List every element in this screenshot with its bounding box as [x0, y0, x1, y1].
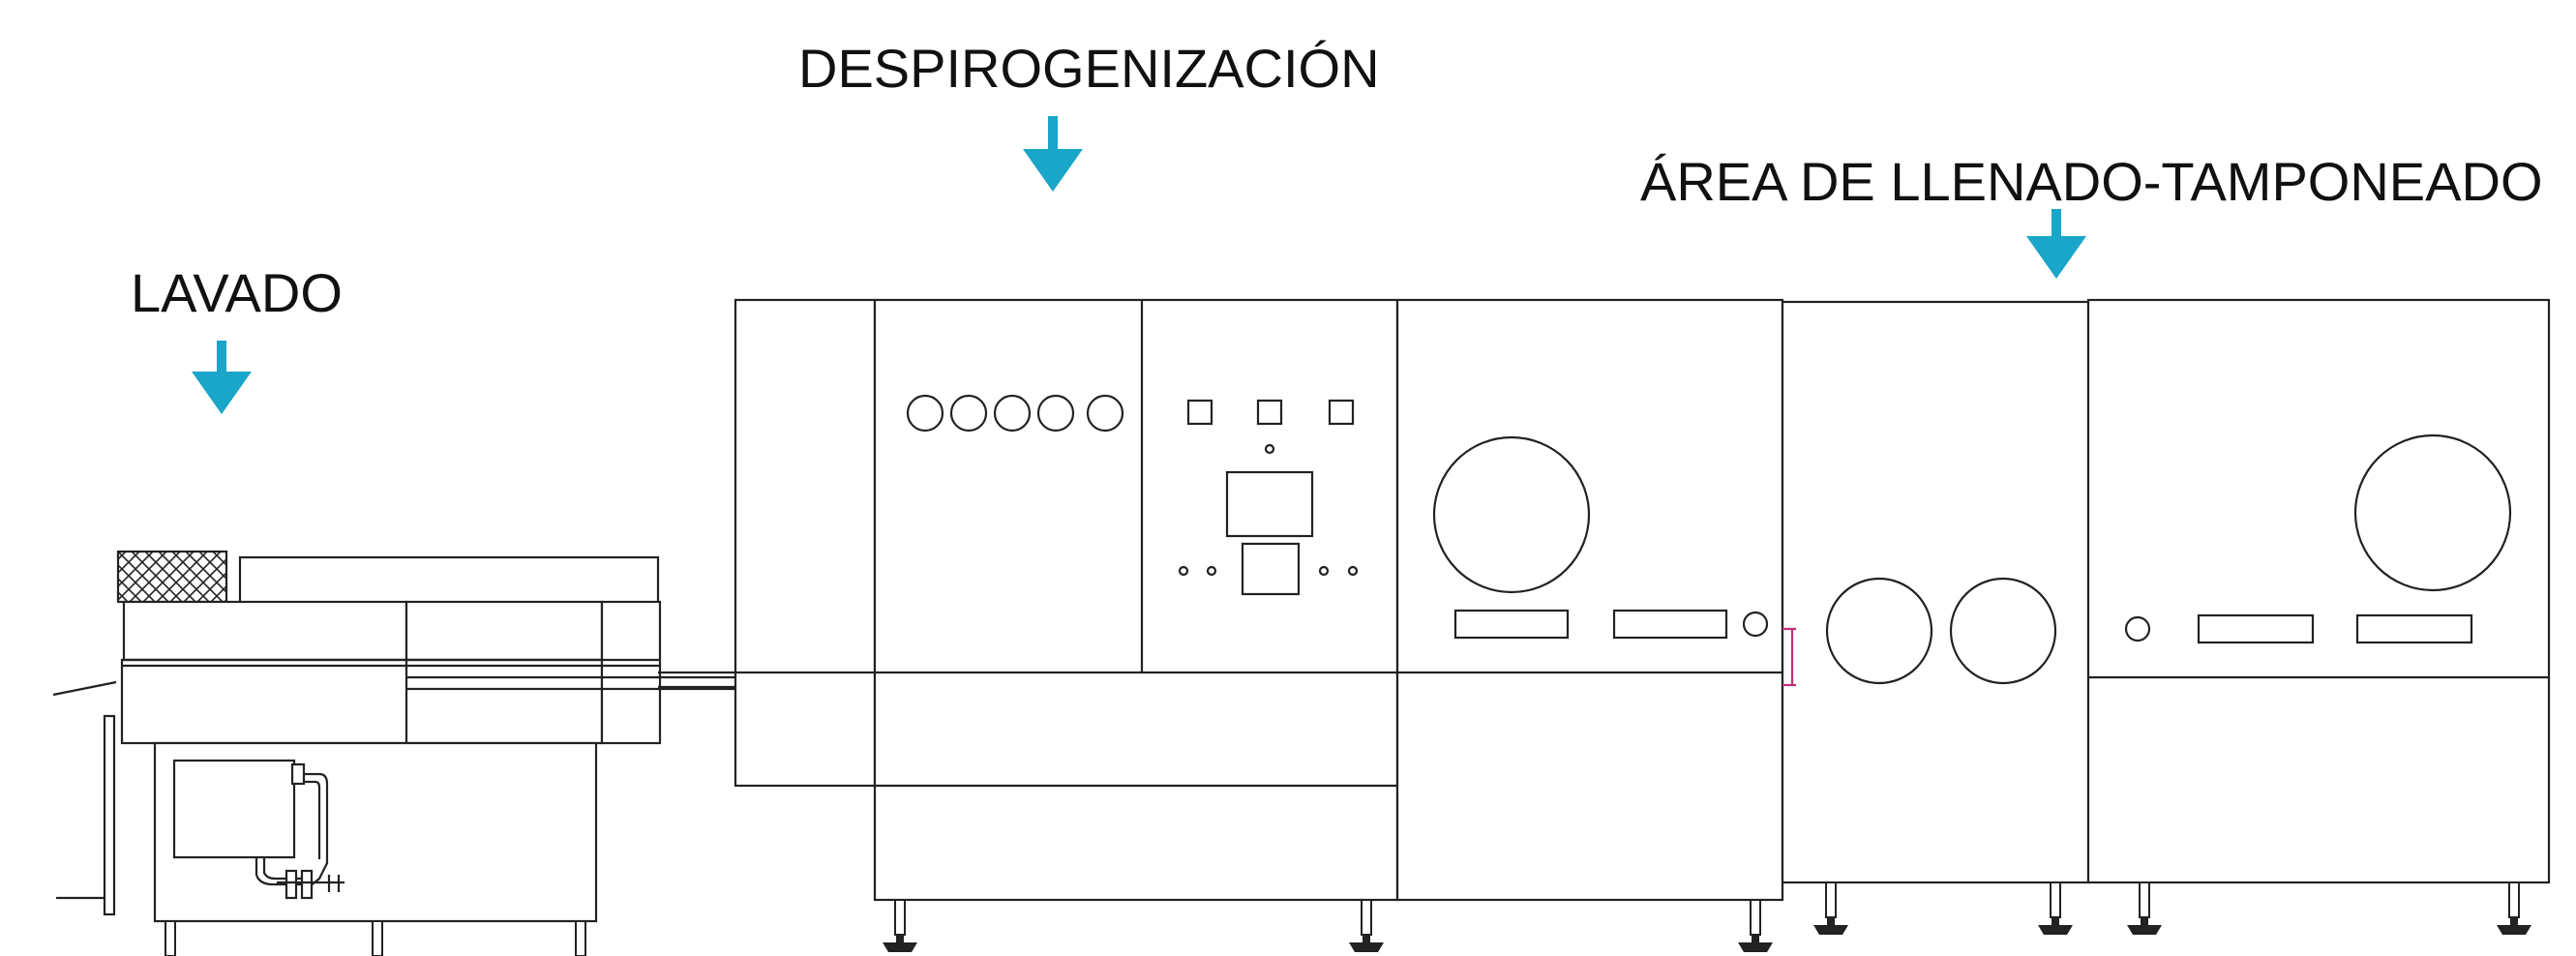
depyrogenation-tunnel [734, 298, 1784, 953]
label-despirogenizacion: DESPIROGENIZACIÓN [798, 38, 1380, 99]
filling-stoppering-machine [1781, 298, 2551, 936]
arrow-down-icon [2026, 209, 2086, 279]
arrow-down-icon [1023, 116, 1083, 192]
washing-machine [52, 550, 735, 956]
label-lavado: LAVADO [131, 262, 343, 323]
arrow-down-icon [192, 341, 252, 414]
label-area-llenado: ÁREA DE LLENADO-TAMPONEADO [1640, 151, 2543, 212]
